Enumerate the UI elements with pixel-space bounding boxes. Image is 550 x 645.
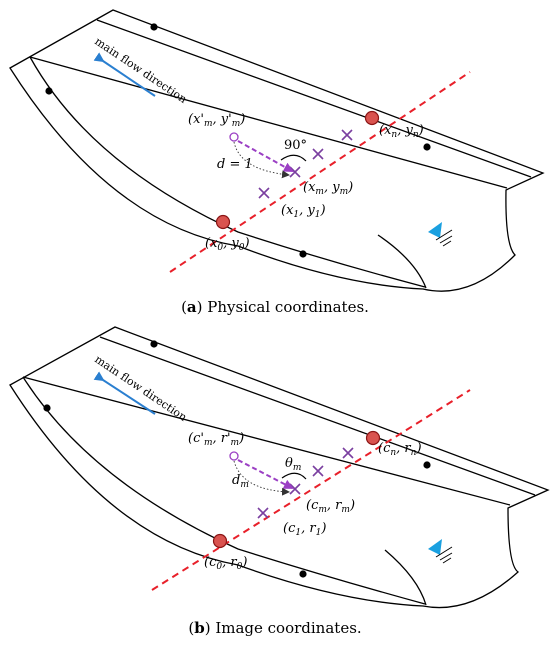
label-p1: (c1, r1) (283, 521, 326, 538)
label-p0: (c0, r0) (204, 555, 247, 572)
river-channel (9, 326, 550, 609)
label-angle: θm (285, 456, 301, 473)
cross-section-line (151, 389, 471, 591)
caption-a-letter: a (186, 298, 197, 316)
flow-direction-label: main flow direction (92, 353, 189, 424)
gcp-marker-0 (212, 533, 228, 549)
distance-arc (233, 460, 290, 496)
label-p-prime: (c'm, r'm) (188, 431, 244, 448)
reference-dot (299, 250, 307, 258)
label-pn: (xn, yn) (379, 123, 424, 140)
reference-dot (423, 143, 431, 151)
reference-dot (45, 87, 53, 95)
water-level-symbol (428, 222, 453, 247)
perpendicular-vector (237, 459, 294, 489)
channel-bed-line (377, 234, 427, 289)
right-angle-arc (280, 154, 307, 162)
panel-b: main flow direction (c'm, r'm) θm dm (cn… (9, 326, 550, 609)
caption-b-letter: b (194, 619, 205, 637)
channel-bed-line (384, 549, 427, 606)
caption-a: (a) Physical coordinates. (181, 298, 369, 316)
bank-line-lower (29, 56, 426, 288)
x-marker (257, 507, 269, 519)
bank-line-lower (22, 376, 426, 605)
x-marker-m (289, 483, 301, 495)
x-marker (341, 129, 353, 141)
caption-a-text: Physical coordinates. (207, 298, 369, 316)
bank-line-upper (99, 336, 536, 496)
reference-dot (299, 570, 307, 578)
channel-outline (9, 9, 545, 292)
label-distance: dm (232, 473, 249, 490)
channel-outline (9, 326, 550, 609)
label-p1: (x1, y1) (281, 203, 326, 220)
perpendicular-vector (237, 140, 294, 172)
label-p-prime: (x'm, y'm) (188, 112, 245, 129)
panel-a: main flow direction (x'm, y'm) 90° d = 1… (9, 9, 545, 292)
label-pm: (xm, ym) (303, 180, 353, 197)
projected-point (229, 132, 239, 142)
projected-point (229, 451, 239, 461)
gcp-marker-n (364, 110, 380, 126)
water-level-symbol (428, 539, 453, 564)
angle-arc (281, 472, 307, 480)
label-distance: d = 1 (217, 157, 253, 172)
reference-dot (150, 23, 158, 31)
bank-line-middle (29, 56, 508, 189)
reference-dot (150, 340, 158, 348)
cross-section-line (169, 71, 471, 273)
caption-b: (b) Image coordinates. (188, 619, 362, 637)
river-channel (9, 9, 545, 292)
label-p0: (x0, y0) (205, 236, 250, 253)
x-marker-m (289, 166, 301, 178)
reference-dots (45, 23, 431, 258)
distance-arc (233, 141, 290, 179)
caption-b-text: Image coordinates. (215, 619, 362, 637)
x-marker (312, 148, 324, 160)
gcp-marker-n (365, 430, 381, 446)
x-marker (342, 447, 354, 459)
reference-dot (43, 404, 51, 412)
flow-direction-label: main flow direction (92, 35, 189, 106)
flow-arrow (93, 371, 156, 415)
bank-line-middle (22, 376, 511, 506)
x-marker (312, 465, 324, 477)
reference-dots (43, 340, 431, 578)
bank-line-upper (96, 19, 532, 178)
label-pn: (cn, rn) (378, 441, 422, 458)
label-pm: (cm, rm) (306, 498, 355, 515)
reference-dot (423, 461, 431, 469)
x-marker (258, 187, 270, 199)
label-angle: 90° (284, 138, 307, 153)
flow-arrow (93, 52, 156, 97)
gcp-marker-0 (215, 214, 231, 230)
